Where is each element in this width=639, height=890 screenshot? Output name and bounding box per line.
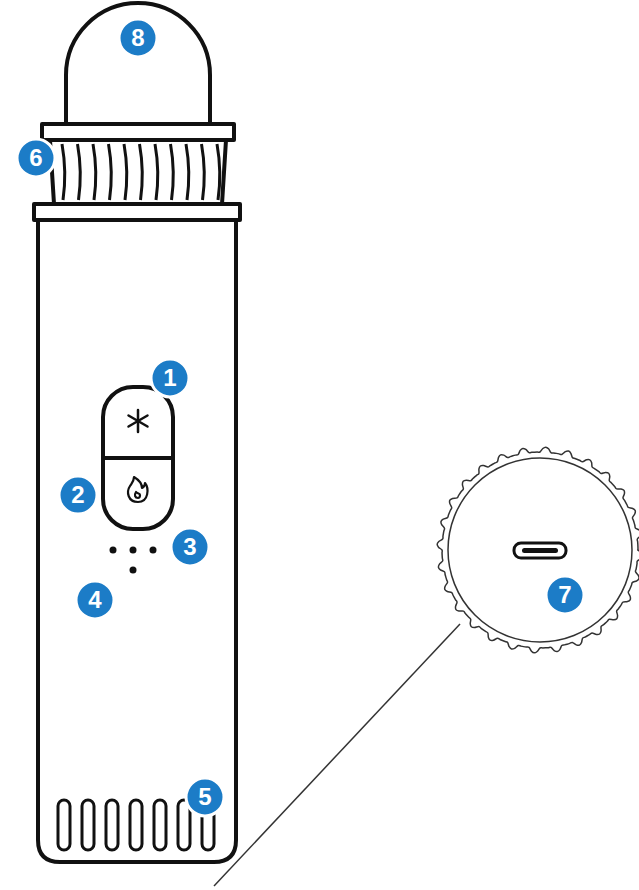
usb-c-tongue <box>522 548 558 553</box>
flame-icon <box>128 477 147 502</box>
callout-number: 7 <box>545 575 585 615</box>
bristle <box>140 144 143 200</box>
collar <box>34 204 240 220</box>
callout-badge <box>171 528 209 566</box>
vent-slot <box>106 800 118 850</box>
callout-number: 4 <box>75 580 115 620</box>
callout-badge <box>59 476 97 514</box>
vent-slot <box>82 800 94 850</box>
rim-band <box>42 124 234 140</box>
callout-number: 6 <box>16 138 56 178</box>
vent-slot <box>130 800 142 850</box>
detail-base <box>437 447 639 653</box>
leader-line <box>214 624 460 886</box>
bristle <box>62 144 65 200</box>
callout-badge <box>17 139 55 177</box>
brush-ring <box>50 140 226 204</box>
indicator-dots <box>110 547 157 574</box>
bristle <box>217 144 220 200</box>
bristle <box>93 144 96 200</box>
callout-number: 3 <box>170 527 210 567</box>
button-divider <box>103 456 173 460</box>
snowflake-icon <box>129 410 148 432</box>
bristle <box>186 144 189 200</box>
detail-rim <box>448 458 632 642</box>
usb-c-port <box>514 543 566 558</box>
callout-badge <box>119 19 157 57</box>
vent-slot <box>58 800 70 850</box>
button-pill <box>103 387 173 529</box>
callout-badge <box>151 359 189 397</box>
device-body <box>38 220 236 862</box>
bristle <box>124 144 127 200</box>
callout-number: 1 <box>150 358 190 398</box>
callout-number: 8 <box>118 18 158 58</box>
bristle <box>171 144 174 200</box>
bristle <box>202 144 205 200</box>
bristle <box>78 144 81 200</box>
dome-head <box>66 3 210 125</box>
callout-badge <box>186 778 224 816</box>
vent-slot <box>154 800 166 850</box>
bristle <box>109 144 112 200</box>
callout-number: 5 <box>185 777 225 817</box>
callout-badge <box>76 581 114 619</box>
bristle <box>155 144 158 200</box>
callout-number: 2 <box>58 475 98 515</box>
callout-badge <box>546 576 584 614</box>
